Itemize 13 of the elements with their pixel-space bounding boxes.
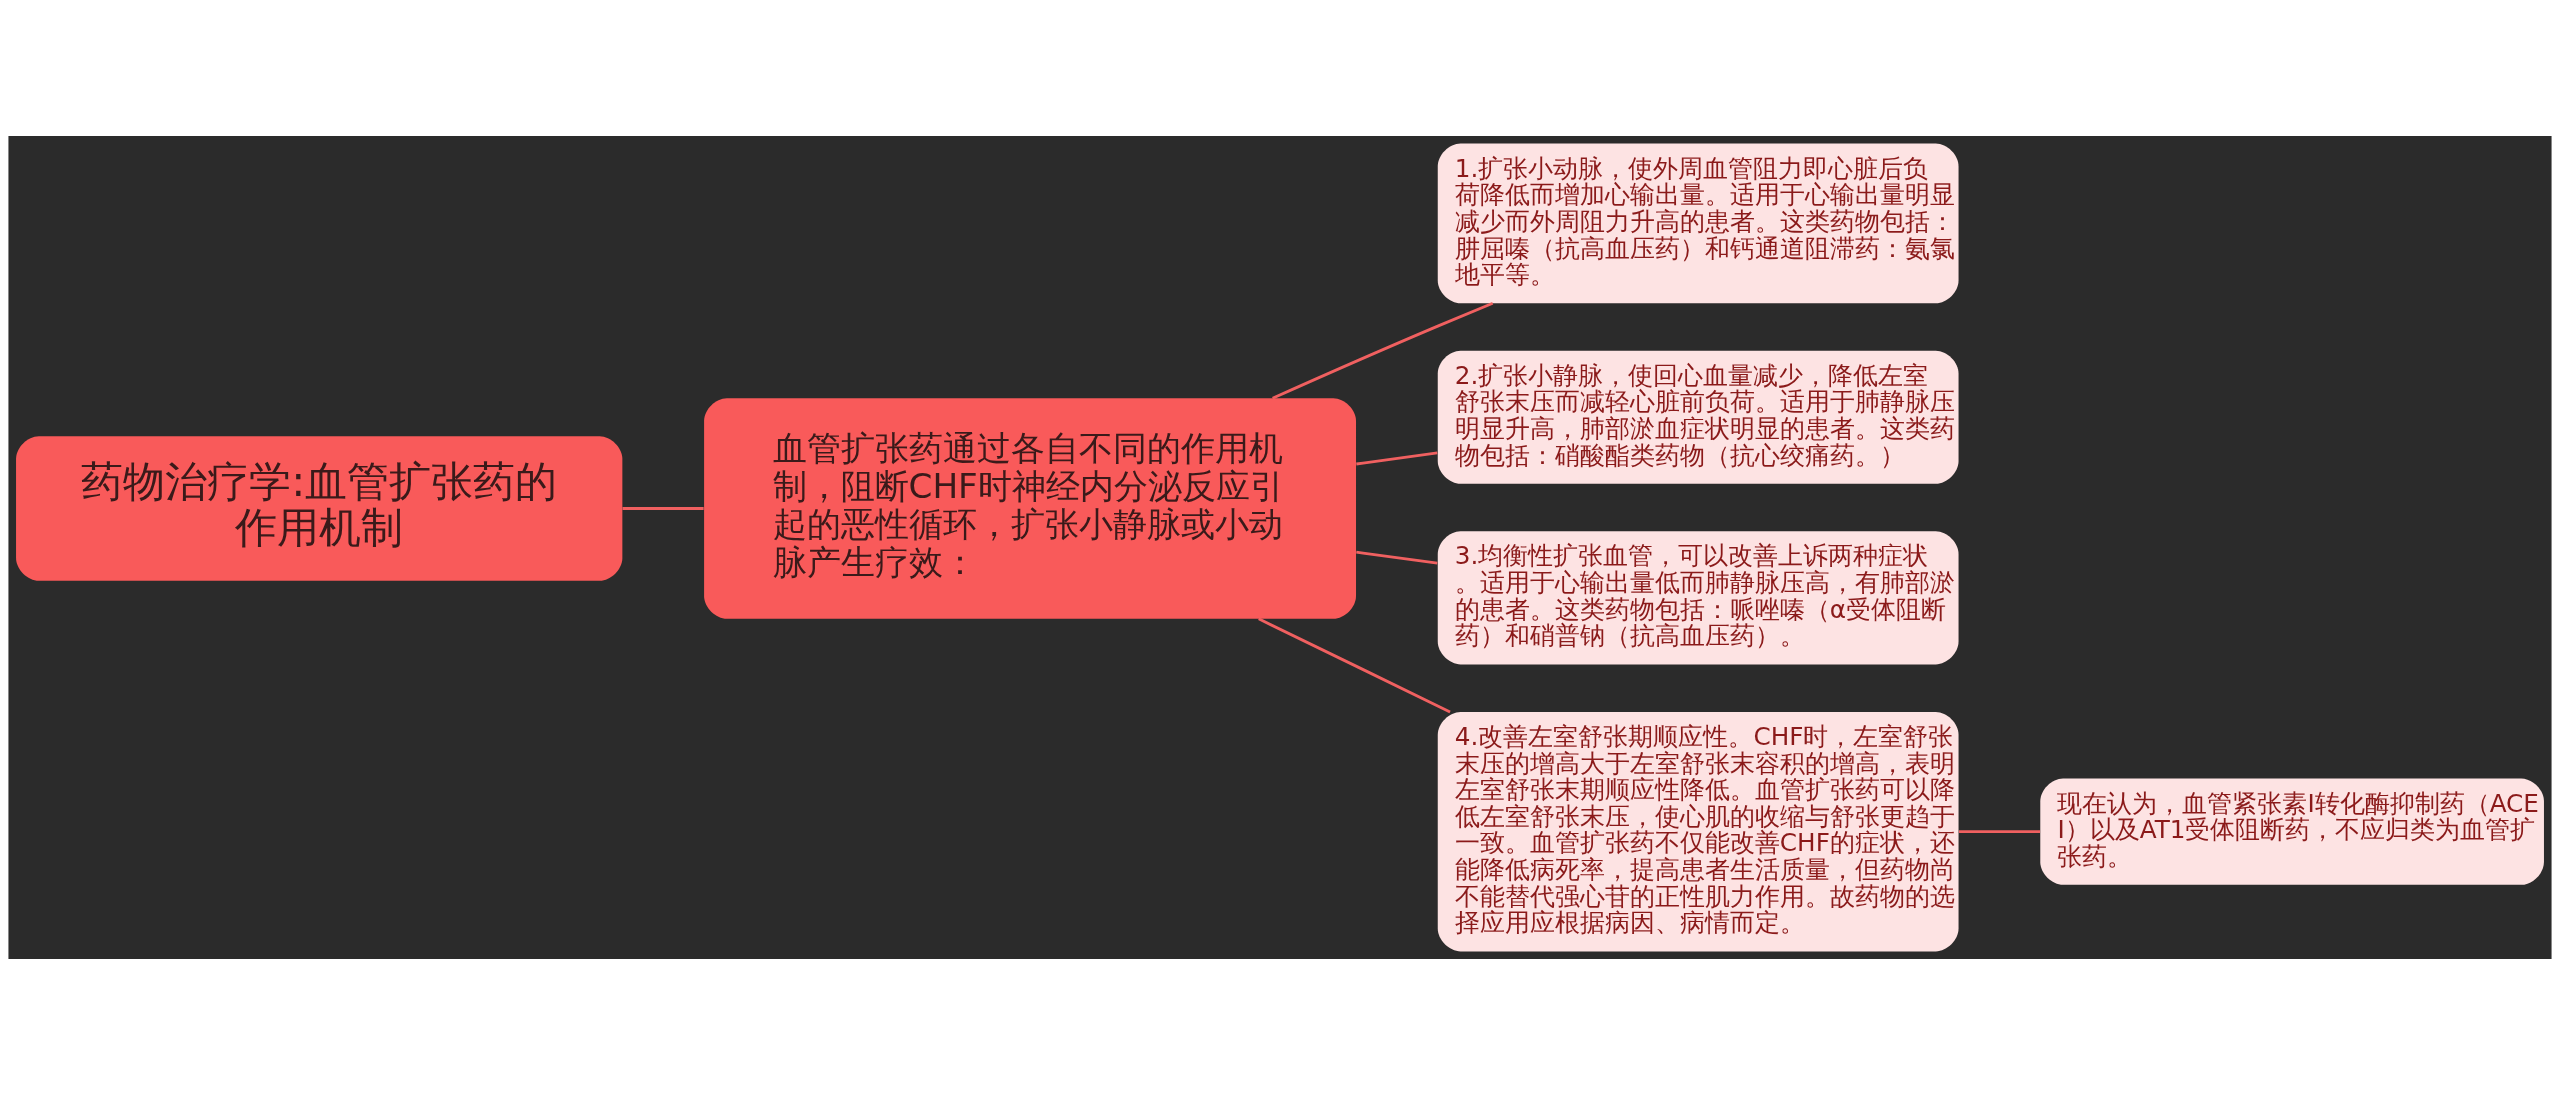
connector (1272, 301, 1494, 400)
connector (1356, 550, 1438, 565)
node-box: 1.扩张小动脉，使外周血管阻力即心脏后负荷降低而增加心输出量。适用于心输出量明显减少而外周阻力升高的患者。这类药物包括：肼屈嗪（抗高血压药）和钙通道阻滞药：氨氯地平等。 (1437, 143, 1959, 304)
node-box: 2.扩张小静脉，使回心血量减少，降低左室舒张末压而减轻心脏前负荷。适用于肺静脉压明显升高，肺部淤血症状明显的患者。这类药物包括：硝酸酯类药物（抗心绞痛药。） (1437, 350, 1959, 484)
node-box: 血管扩张药通过各自不同的作用机制，阻断CHF时神经内分泌反应引起的恶性循环，扩张小静脉或小动脉产生疗效： (704, 398, 1357, 619)
node-box: 药物治疗学:血管扩张药的作用机制 (16, 436, 623, 581)
connector (1356, 451, 1438, 466)
node-box: 3.均衡性扩张血管，可以改善上诉两种症状。适用于心输出量低而肺静脉压高，有肺部淤的患者。这类药物包括：哌唑嗪（α受体阻断药）和硝普钠（抗高血压药）。 (1437, 531, 1959, 665)
node-box: 4.改善左室舒张期顺应性。CHF时，左室舒张末压的增高大于左室舒张末容积的增高，表明左室舒张末期顺应性降低。血管扩张药可以降低左室舒张末压，使心肌的收缩与舒张更趋于一致。血管扩张药不仅能改善CHF的症状，还能降低病死率，提高患者生活质量，但药物尚不能替代强心苷的正性肌力作用。故药物的选择应用应根据病因、病情而定。 (1437, 711, 1959, 952)
connector (1258, 617, 1451, 714)
connector (1958, 830, 2041, 834)
connector (622, 507, 704, 510)
node-box: 现在认为，血管紧张素Ⅰ转化酶抑制药（ACEI）以及AT1受体阻断药，不应归类为血管扩张药。 (2040, 778, 2544, 885)
